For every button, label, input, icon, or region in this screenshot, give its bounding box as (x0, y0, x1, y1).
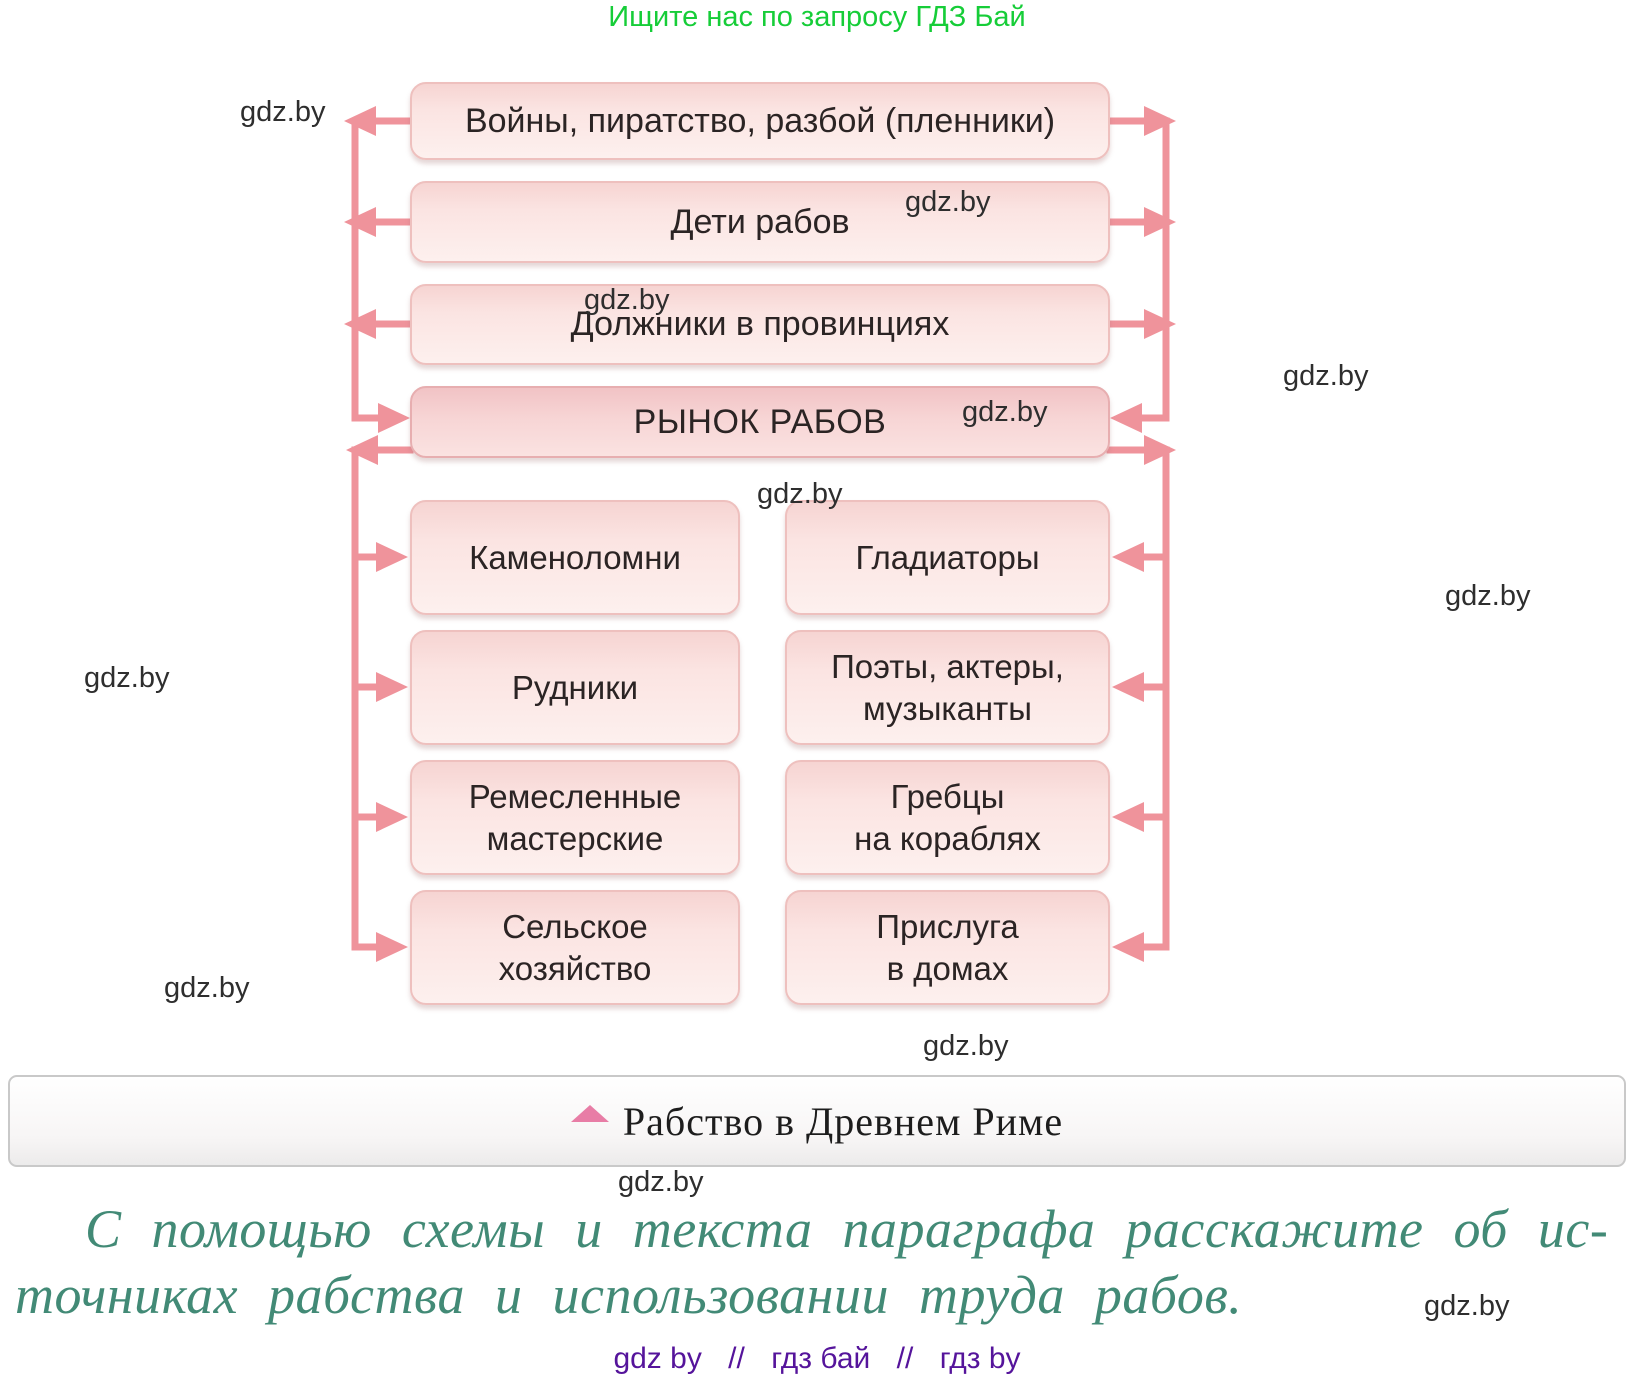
task-text-line-2: точниках рабства и использовании труда р… (15, 1265, 1243, 1325)
footer-link-1: gdz by (613, 1342, 702, 1375)
market-box-label: РЫНОК РАБОВ (633, 402, 887, 441)
use-box-mines-label: Рудники (511, 668, 639, 706)
watermark-text: gdz.by (962, 396, 1048, 428)
watermark-text: gdz.by (584, 284, 670, 316)
caption-bar: Рабство в Древнем Риме (8, 1075, 1626, 1167)
market-box: РЫНОК РАБОВ (410, 386, 1110, 458)
use-box-workshops-label: Ремесленные мастерские (468, 778, 682, 857)
watermark-text: gdz.by (164, 972, 250, 1004)
source-box-debtors: Должники в провинциях (410, 284, 1110, 365)
use-box-gladiators-label: Гладиаторы (855, 538, 1040, 576)
watermark-text: gdz.by (84, 662, 170, 694)
triangle-up-icon (570, 1104, 609, 1122)
watermark-text: gdz.by (1283, 360, 1369, 392)
source-box-debtors-label: Должники в провинциях (570, 305, 950, 344)
footer-separator: // (728, 1342, 745, 1375)
watermark-text: gdz.by (1424, 1290, 1510, 1322)
use-box-workshops: Ремесленные мастерские (410, 760, 740, 875)
use-box-rowers-label: Гребцы на кораблях (854, 778, 1041, 857)
use-box-quarries: Каменоломни (410, 500, 740, 615)
footer-separator: // (896, 1342, 914, 1375)
use-box-agriculture-label: Сельское хозяйство (498, 908, 652, 987)
use-box-house-servants: Прислуга в домах (785, 890, 1110, 1005)
watermark-text: gdz.by (618, 1166, 704, 1198)
watermark-text: gdz.by (1445, 580, 1531, 612)
task-text-line-1: С помощью схемы и текста параграфа расск… (85, 1199, 1609, 1259)
use-box-poets-actors: Поэты, актеры, музыканты (785, 630, 1110, 745)
watermark-text: gdz.by (905, 186, 991, 218)
use-box-mines: Рудники (410, 630, 740, 745)
promo-banner: Ищите нас по запросу ГДЗ Бай (608, 1, 1026, 33)
caption-title: Рабство в Древнем Риме (622, 1098, 1064, 1144)
source-box-slave-children-label: Дети рабов (670, 202, 850, 241)
source-box-captives: Войны, пиратство, разбой (пленники) (410, 82, 1110, 160)
task-text: С помощью схемы и текста параграфа расск… (15, 1196, 1625, 1328)
watermark-text: gdz.by (240, 96, 326, 128)
use-box-poets-actors-label: Поэты, актеры, музыканты (831, 648, 1064, 727)
source-box-captives-label: Войны, пиратство, разбой (пленники) (464, 101, 1056, 140)
use-box-quarries-label: Каменоломни (469, 538, 681, 576)
watermark-text: gdz.by (757, 478, 843, 510)
use-box-rowers: Гребцы на кораблях (785, 760, 1110, 875)
use-box-gladiators: Гладиаторы (785, 500, 1110, 615)
use-box-house-servants-label: Прислуга в домах (876, 908, 1019, 987)
footer-links: gdz by // гдз бай // гдз by (613, 1342, 1020, 1376)
footer-link-2: гдз бай (771, 1342, 871, 1375)
use-box-agriculture: Сельское хозяйство (410, 890, 740, 1005)
footer-link-3: гдз by (939, 1342, 1021, 1375)
watermark-text: gdz.by (923, 1030, 1009, 1062)
source-box-slave-children: Дети рабов (410, 181, 1110, 263)
